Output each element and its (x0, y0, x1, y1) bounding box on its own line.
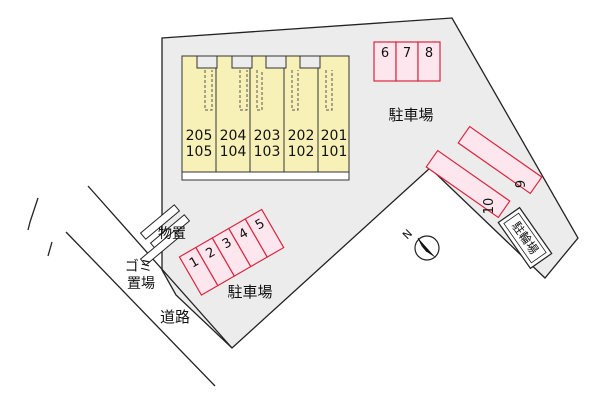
parking-top (373, 41, 441, 82)
road-label: 道路 (160, 308, 190, 326)
unit-upper-205: 205 (186, 128, 213, 144)
unit-lower-105: 105 (186, 144, 213, 160)
parking-right (425, 125, 543, 219)
unit-upper-203: 203 (254, 128, 281, 144)
parking-label-9: 9 (514, 180, 529, 188)
parking-area-label-lower: 駐車場 (227, 283, 272, 301)
parking-space-5 (244, 208, 285, 258)
storage-label: 物置 (158, 226, 186, 242)
parking-space-10 (425, 149, 511, 219)
parking-label-10: 10 (482, 198, 497, 215)
parking-area-label-right: 駐車場 (388, 106, 433, 124)
north-label: N (400, 227, 415, 242)
garbage-label-line1: ゴミ (125, 258, 153, 275)
unit-lower-101: 101 (321, 144, 348, 160)
storage-shed (139, 204, 191, 266)
garbage-area-label: ゴミ 置場 (125, 258, 157, 292)
parking-space-9 (457, 125, 543, 195)
parking-space-8 (417, 41, 441, 82)
road-lines (27, 185, 233, 387)
unit-upper-202: 202 (288, 128, 315, 144)
parking-lower: 1 2 3 4 5 (178, 208, 285, 296)
north-arrow-icon (414, 235, 440, 261)
unit-lower-102: 102 (288, 144, 315, 160)
unit-labels: 205 204 203 202 201 105 104 103 102 101 (186, 128, 348, 160)
parking-label-7: 7 (403, 46, 411, 61)
bike-parking (497, 206, 553, 270)
unit-lower-103: 103 (254, 144, 281, 160)
apartment-building (181, 55, 350, 181)
unit-upper-201: 201 (321, 128, 348, 144)
unit-upper-204: 204 (220, 128, 247, 144)
garbage-label-line2: 置場 (127, 276, 155, 292)
parking-label-8: 8 (425, 46, 433, 61)
unit-lower-104: 104 (220, 144, 247, 160)
parking-label-6: 6 (381, 46, 389, 61)
